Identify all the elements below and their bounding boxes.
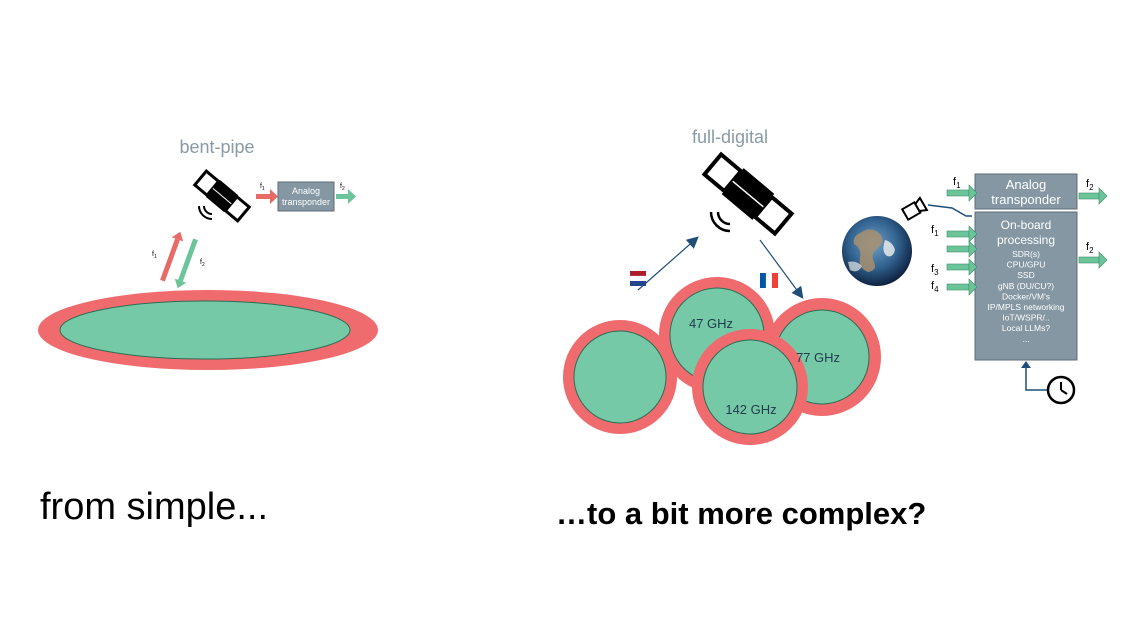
input-arrow-f3	[946, 258, 978, 276]
obp-item: ...	[1022, 334, 1029, 344]
svg-text:f2: f2	[340, 183, 345, 192]
f-in-sub: 1	[262, 186, 265, 192]
beam-label-77: 77 GHz	[796, 350, 840, 365]
input-label: f	[931, 224, 935, 236]
downlink-line	[759, 239, 804, 299]
beam-142ghz	[692, 329, 808, 445]
clock-icon	[1046, 375, 1076, 405]
beam-label-142: 142 GHz	[725, 402, 776, 417]
analog-transponder-box	[974, 173, 1078, 210]
input-arrow-f4	[946, 278, 978, 296]
on-board-processing-box	[974, 211, 1078, 361]
obp-title-line-2: processing	[997, 233, 1055, 247]
input-label: f	[931, 280, 935, 292]
transponder-line-1: Analog	[292, 186, 320, 196]
input-label: f	[931, 263, 935, 275]
full-digital-title: full-digital	[692, 127, 768, 147]
obp-item: CPU/GPU	[1007, 260, 1046, 270]
svg-text:f1: f1	[953, 176, 961, 190]
svg-text:f3: f3	[931, 263, 939, 277]
analog-transponder-box	[277, 181, 335, 212]
uplink-line	[637, 236, 699, 291]
clock-link-line	[1025, 363, 1048, 391]
input-label: f	[953, 176, 957, 188]
uplink-label: f	[152, 251, 154, 258]
camera-link-line	[927, 204, 972, 217]
obp-item: Docker/VM's	[1002, 291, 1050, 301]
obp-item: SSD	[1017, 270, 1034, 280]
output-arrow-f2	[1078, 251, 1108, 269]
antenna-signal-icon	[709, 211, 731, 233]
output-arrow-f2	[336, 189, 356, 204]
obp-item: gNB (DU/CU?)	[998, 281, 1054, 291]
satellite-icon	[701, 151, 795, 237]
svg-text:f2: f2	[1086, 241, 1094, 255]
f-out-label: f	[340, 183, 342, 190]
uplink-arrow	[160, 231, 184, 282]
input-arrow-blank	[946, 240, 978, 258]
f-out-sub: 2	[342, 186, 345, 192]
output-label: f	[1086, 241, 1090, 253]
output-label: f	[1086, 178, 1090, 190]
bent-pipe-title: bent-pipe	[179, 137, 254, 157]
svg-text:f2: f2	[200, 259, 205, 268]
output-sub: 2	[1089, 183, 1094, 192]
downlink-sub: 2	[202, 262, 205, 268]
coverage-area	[59, 300, 351, 360]
camera-icon	[900, 196, 929, 222]
netherlands-flag	[629, 271, 647, 286]
output-arrow-f2-top	[1078, 187, 1108, 205]
caption-simple: from simple...	[40, 486, 269, 528]
clock-link-arrowhead	[1021, 361, 1031, 368]
input-arrow-f1-top	[946, 184, 978, 202]
earth-icon	[842, 216, 912, 286]
input-arrow-f1	[256, 189, 278, 204]
input-arrow-f1	[946, 225, 978, 243]
input-sub: 4	[934, 285, 939, 294]
obp-item: Local LLMs?	[1002, 323, 1050, 333]
input-sub: 1	[956, 181, 961, 190]
downlink-label: f	[200, 259, 202, 266]
svg-text:f2: f2	[1086, 178, 1094, 192]
obp-item: IP/MPLS networking	[987, 302, 1064, 312]
beam-left	[563, 320, 677, 434]
france-flag	[760, 272, 778, 289]
svg-text:f1: f1	[931, 224, 939, 238]
svg-text:f1: f1	[260, 183, 265, 192]
uplink-sub: 1	[154, 254, 157, 260]
obp-item: IoT/WSPR/..	[1002, 313, 1049, 323]
caption-complex: …to a bit more complex?	[556, 496, 927, 531]
beam-label-47: 47 GHz	[689, 316, 733, 331]
input-sub: 1	[934, 229, 939, 238]
f-in-label: f	[260, 183, 262, 190]
transponder-line-1: Analog	[1006, 177, 1046, 192]
transponder-line-2: transponder	[282, 197, 330, 207]
output-sub: 2	[1089, 246, 1094, 255]
svg-text:f1: f1	[152, 251, 157, 260]
input-sub: 3	[934, 268, 939, 277]
obp-item: SDR(s)	[1012, 249, 1040, 259]
transponder-line-2: transponder	[991, 192, 1061, 207]
antenna-signal-icon	[198, 205, 213, 220]
svg-text:f4: f4	[931, 280, 939, 294]
downlink-arrow	[174, 238, 198, 289]
satellite-icon	[192, 168, 252, 224]
obp-title-line-1: On-board	[1001, 218, 1052, 232]
